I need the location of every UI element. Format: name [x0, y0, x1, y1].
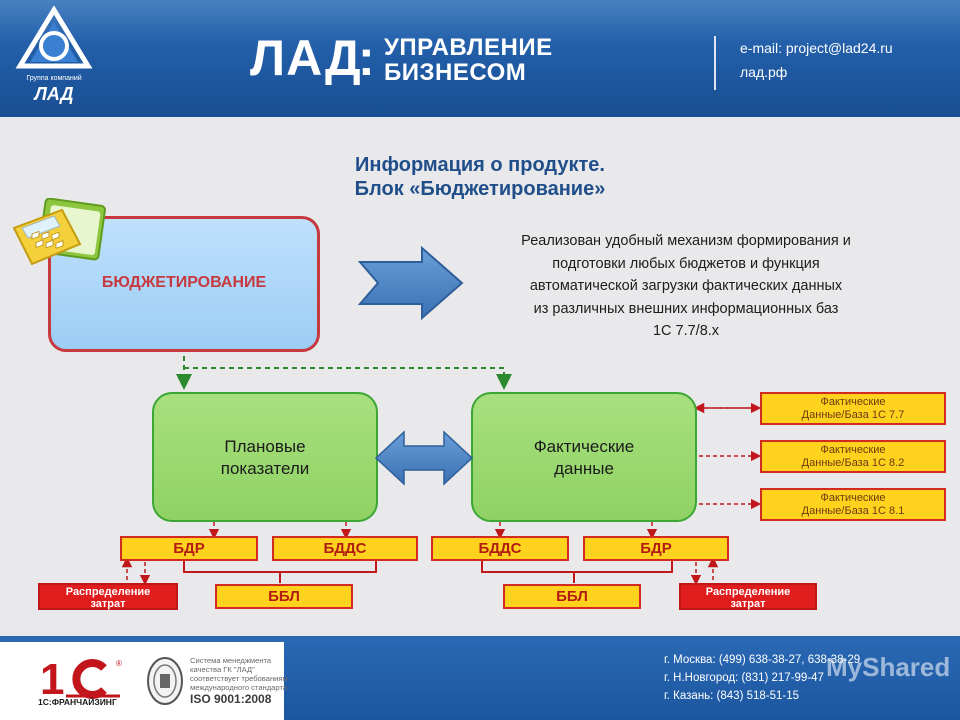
description-line: подготовки любых бюджетов и функция — [552, 255, 820, 272]
description-line: 1С 7.7/8.х — [652, 323, 720, 339]
right-arrow-icon — [358, 246, 464, 320]
slide-title-line1: Информация о продукте. — [355, 154, 605, 176]
contact-email[interactable]: e-mail: project@lad24.ru — [740, 40, 893, 56]
phone-nnovgorod: г. Н.Новгород: (831) 217-99-47 — [664, 672, 824, 684]
source-tag-line: Данные/База 1С 8.1 — [801, 505, 905, 517]
description-line: Реализован удобный механизм формирования… — [521, 233, 851, 249]
cost-distribution-line: Распределение — [705, 586, 791, 598]
brand-colon: : — [358, 30, 375, 86]
actual-data-label-line1: Фактические — [533, 437, 635, 456]
watermark: MyShared — [826, 652, 951, 682]
1c-logo: 1 ® — [40, 655, 122, 704]
slide-title-line2: Блок «Бюджетирование» — [354, 178, 606, 200]
planned-indicators-label-line2: показатели — [220, 459, 310, 478]
phone-kazan: г. Казань: (843) 518-51-15 — [664, 690, 800, 702]
connector-budget-to-fact — [184, 367, 512, 390]
iso-description: Система менеджмента качества ГК "ЛАД" со… — [190, 656, 310, 692]
source-tag-1c-82: Фактические Данные/База 1С 8.2 — [760, 440, 946, 473]
header-shine — [0, 0, 960, 40]
phone-moscow: г. Москва: (499) 638-38-27, 638-38-29 — [664, 654, 861, 666]
iso-description-line: качества ГК "ЛАД" — [190, 665, 255, 674]
source-tag-line: Данные/База 1С 8.2 — [801, 457, 905, 469]
logo-caption: Группа компаний — [26, 74, 81, 82]
source-tag-1c-77: Фактические Данные/База 1С 7.7 — [760, 392, 946, 425]
calculator-icon — [12, 198, 106, 266]
cost-distribution-line: затрат — [90, 598, 126, 610]
cost-distribution-line: затрат — [730, 598, 766, 610]
brand-tagline-line1: УПРАВЛЕНИЕ — [384, 34, 553, 61]
iso-description-line: соответствует требованиям — [190, 674, 288, 683]
description-line: из различных внешних информационных баз — [533, 300, 839, 317]
source-tag-line: Данные/База 1С 7.7 — [801, 409, 905, 421]
cost-distribution-line: Распределение — [65, 586, 151, 598]
tag-right-bdds: БДДС — [431, 536, 569, 561]
tag-right-bdr: БДР — [583, 536, 729, 561]
svg-text:®: ® — [116, 659, 122, 668]
tag-left-bbl: ББЛ — [215, 584, 353, 609]
actual-data-label-line2: данные — [554, 459, 614, 478]
description-line: автоматической загрузки фактических данн… — [529, 278, 843, 294]
header-bar — [0, 0, 960, 117]
header-divider — [714, 36, 716, 90]
iso-standard: ISO 9001:2008 — [190, 692, 272, 706]
iso-description-line: Система менеджмента — [190, 656, 272, 665]
iso-seal-icon — [147, 657, 183, 705]
1c-franchise-label: 1С:ФРАНЧАЙЗИНГ — [38, 697, 117, 707]
logo-letters: ЛАД — [32, 84, 73, 104]
actual-data-box — [471, 392, 697, 522]
planned-indicators-label-line1: Плановые — [224, 437, 306, 456]
iso-description-line: международного стандарта — [190, 683, 288, 692]
source-tag-line: Фактические — [820, 492, 886, 504]
planned-indicators-box — [152, 392, 378, 522]
double-arrow-icon — [374, 430, 474, 486]
brand-tagline-line2: БИЗНЕСОМ — [384, 59, 527, 86]
tag-left-bdds: БДДС — [272, 536, 418, 561]
brand-name: ЛАД — [250, 30, 362, 86]
tag-right-bbl: ББЛ — [503, 584, 641, 609]
contact-website[interactable]: лад.рф — [740, 64, 788, 80]
source-tag-line: Фактические — [820, 396, 886, 408]
product-description: Реализован удобный механизм формирования… — [468, 230, 904, 343]
footer-logos-panel — [0, 642, 284, 720]
svg-text:1: 1 — [40, 655, 64, 704]
source-tag-1c-81: Фактические Данные/База 1С 8.1 — [760, 488, 946, 521]
tag-right-cost-distribution: Распределение затрат — [679, 583, 817, 610]
source-tag-line: Фактические — [820, 444, 886, 456]
budgeting-box-label: БЮДЖЕТИРОВАНИЕ — [101, 274, 267, 291]
lad-logo: Группа компаний ЛАД — [15, 6, 93, 104]
tag-left-bdr: БДР — [120, 536, 258, 561]
tag-left-cost-distribution: Распределение затрат — [38, 583, 178, 610]
